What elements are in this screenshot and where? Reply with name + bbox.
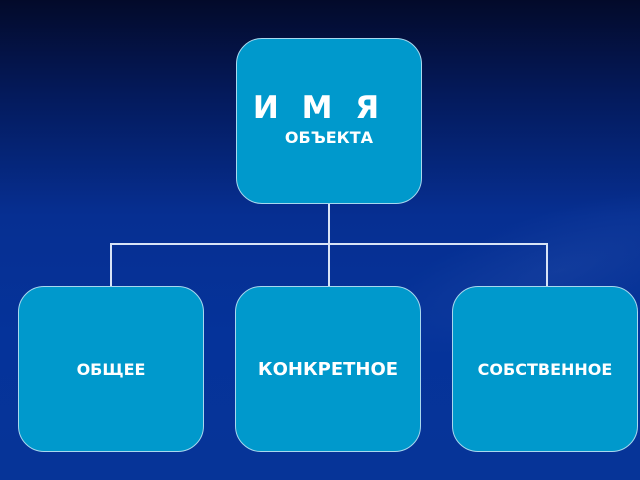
child-node-general: ОБЩЕЕ bbox=[18, 286, 204, 452]
child-label: СОБСТВЕННОЕ bbox=[477, 359, 613, 379]
root-title: И М Я bbox=[252, 89, 386, 126]
connector-right bbox=[546, 243, 548, 287]
connector-center bbox=[328, 243, 330, 287]
root-subtitle: ОБЪЕКТА bbox=[284, 127, 374, 147]
child-node-proper: СОБСТВЕННОЕ bbox=[452, 286, 638, 452]
child-label: ОБЩЕЕ bbox=[76, 359, 146, 379]
connector-root-stem bbox=[328, 204, 330, 244]
root-node: И М Я ОБЪЕКТА bbox=[236, 38, 422, 204]
connector-left bbox=[110, 243, 112, 287]
child-node-concrete: КОНКРЕТНОЕ bbox=[235, 286, 421, 452]
child-label: КОНКРЕТНОЕ bbox=[257, 358, 399, 380]
